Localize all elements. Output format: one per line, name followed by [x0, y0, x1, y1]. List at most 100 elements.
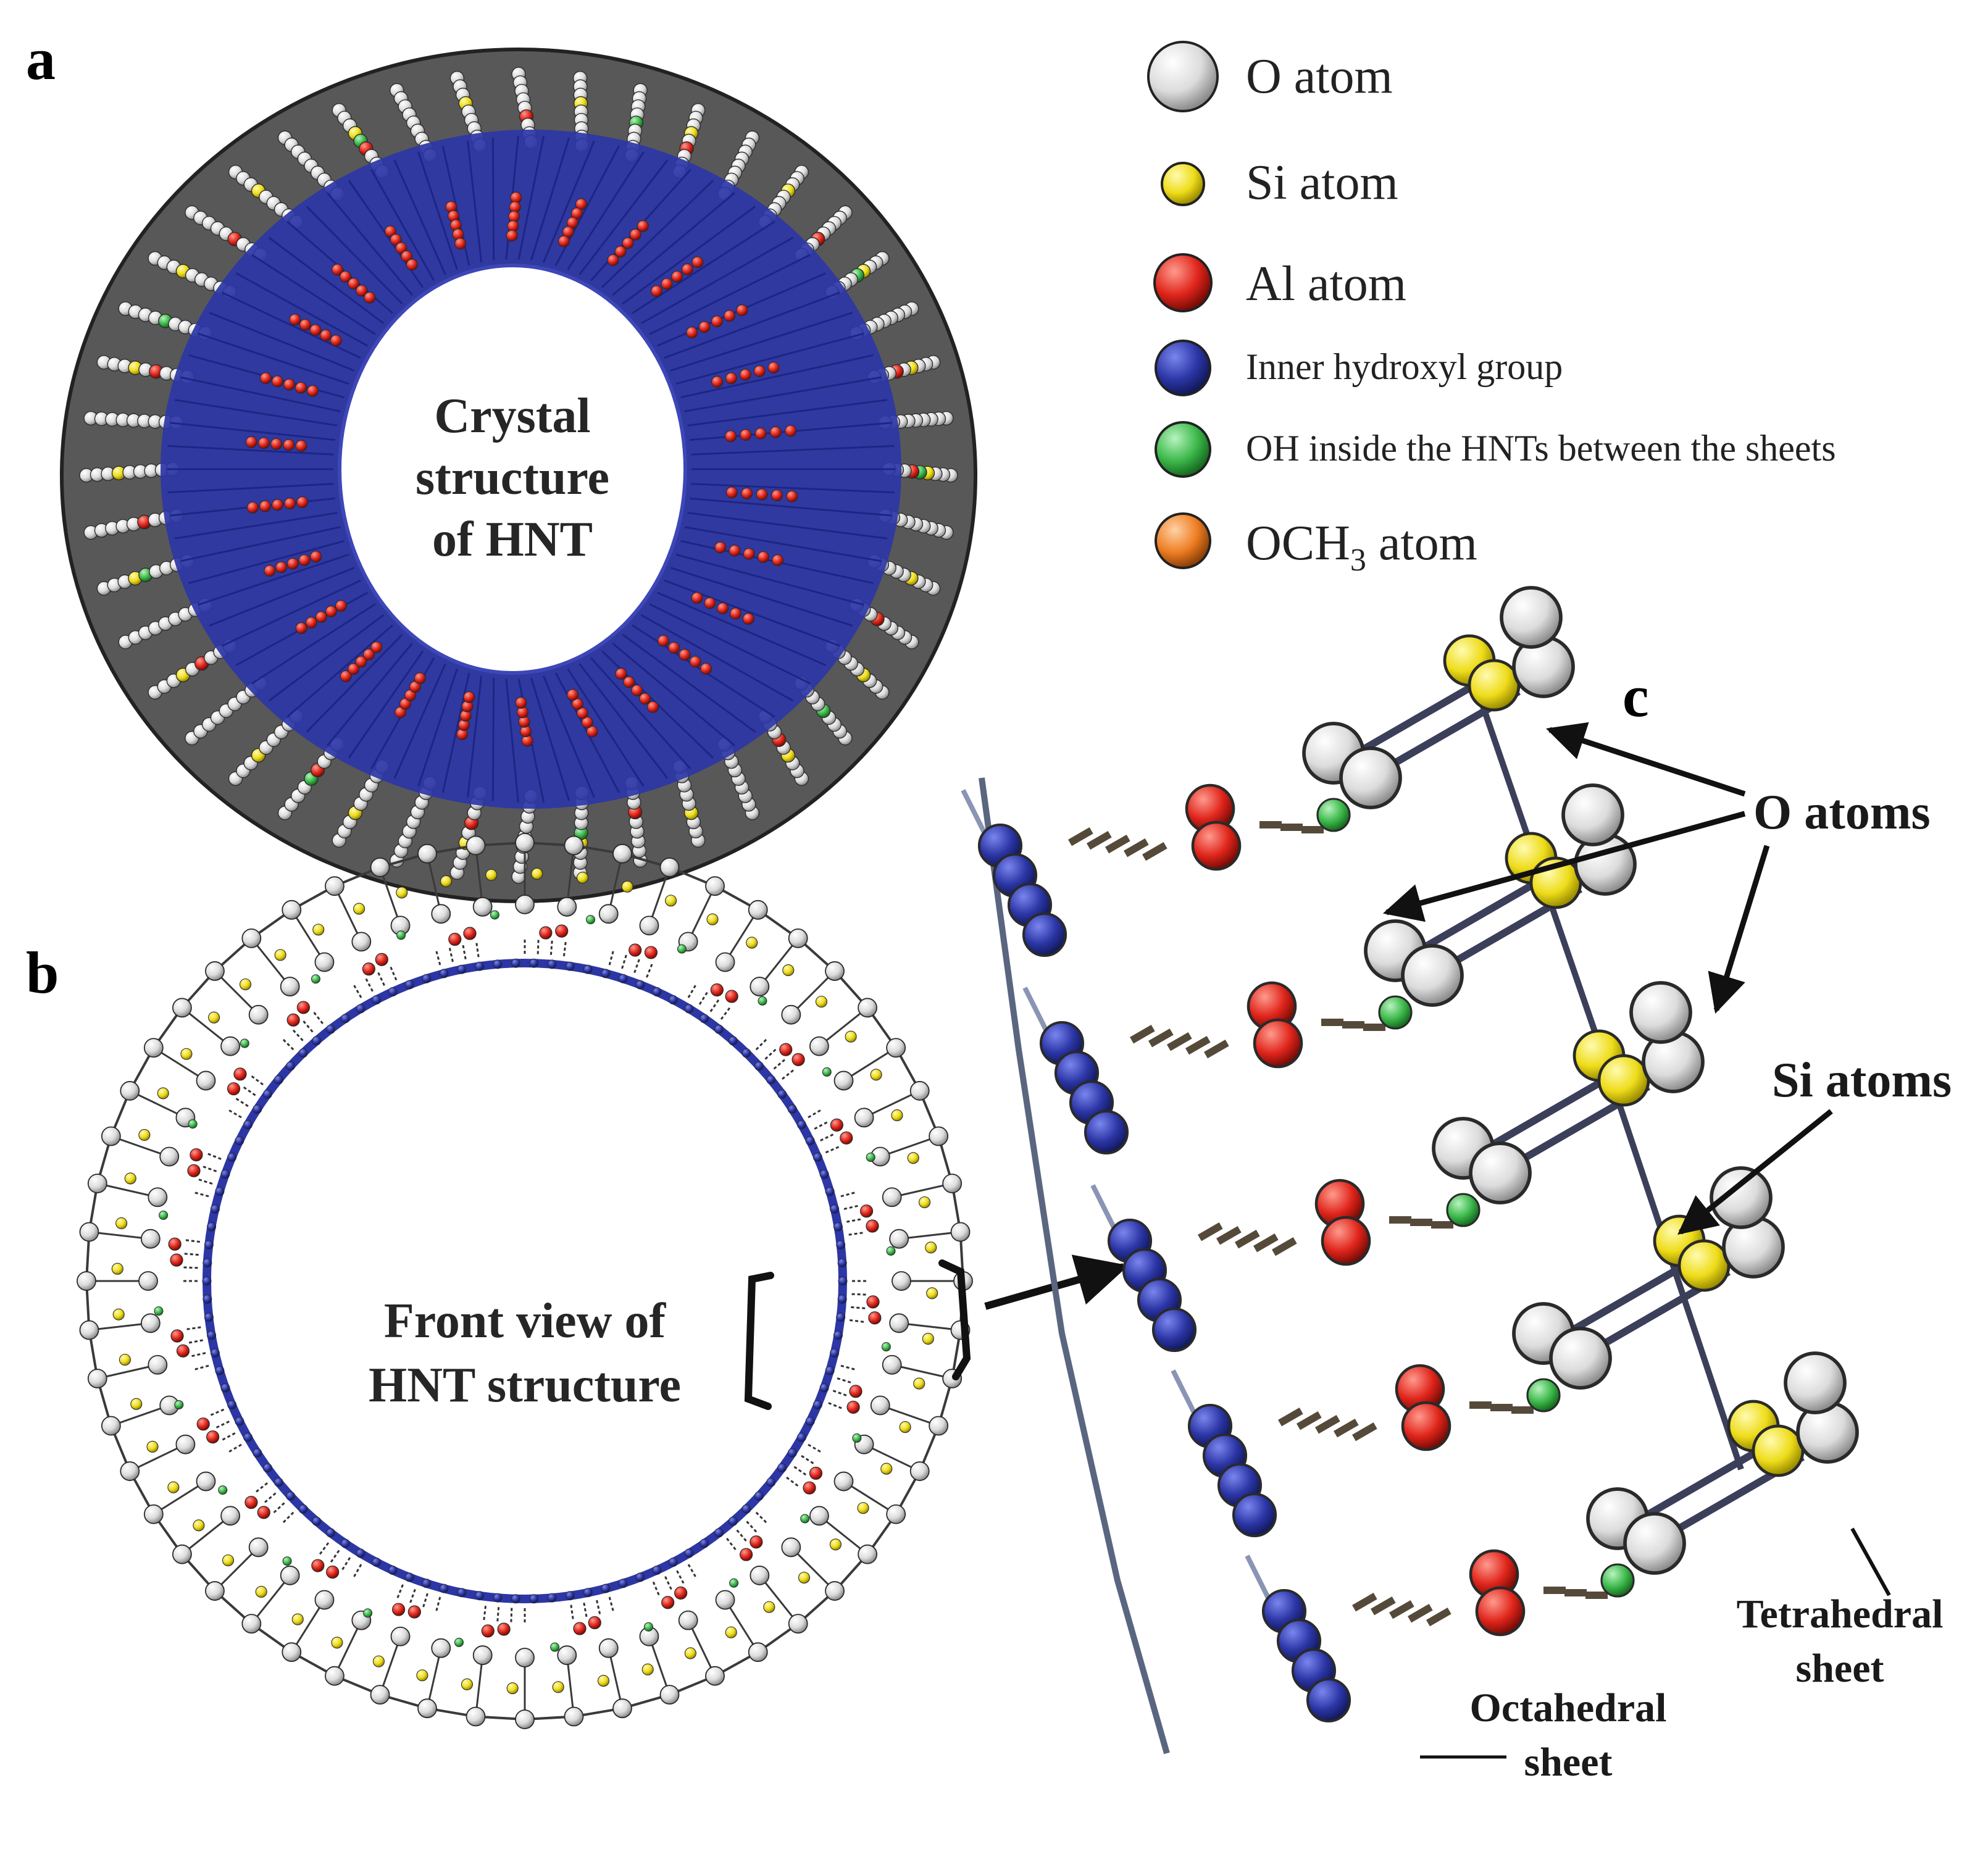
- tetrahedral-o-atom: [1549, 1327, 1612, 1390]
- ring-inner-hydroxyl-atom: [700, 1014, 709, 1024]
- ring-inner-hydroxyl-atom: [547, 959, 557, 969]
- tube-inner-row: [167, 444, 334, 456]
- ring-si-atom: [857, 1502, 869, 1514]
- tube-al-atom: [631, 684, 643, 696]
- ring-al-atom: [859, 1204, 874, 1218]
- ring-outer-o-atom: [143, 1038, 164, 1058]
- ring-mid-o-atom: [882, 1354, 902, 1375]
- ring-hbond: [235, 1097, 249, 1108]
- ring-inner-hydroxyl-atom: [777, 1089, 787, 1099]
- ring-inner-hydroxyl-atom: [529, 958, 539, 968]
- ring-radial-bond: [214, 1546, 259, 1592]
- ring-si-atom: [130, 1398, 143, 1410]
- ring-si-atom: [665, 895, 677, 907]
- ring-hbond: [302, 1019, 314, 1033]
- ring-inner-hydroxyl-atom: [340, 1538, 350, 1548]
- tube-al-atom: [772, 554, 784, 566]
- ring-si-atom: [119, 1353, 131, 1366]
- ring-oh-atom: [677, 944, 687, 954]
- ring-mid-o-atom: [598, 904, 619, 924]
- ring-inner-hydroxyl-atom: [207, 1330, 217, 1340]
- tube-al-atom: [364, 291, 376, 304]
- tetrahedral-si-atom: [1752, 1424, 1805, 1477]
- ring-hbond: [687, 983, 697, 998]
- ring-inner-hydroxyl-atom: [203, 1294, 212, 1304]
- ring-inner-hydroxyl-atom: [493, 1593, 503, 1603]
- ring-si-atom: [926, 1287, 938, 1300]
- ring-al-atom: [391, 1603, 406, 1616]
- ring-outer-o-atom: [325, 1666, 345, 1686]
- ring-inner-hydroxyl-atom: [529, 1594, 539, 1604]
- ring-outer-o-atom: [705, 876, 725, 896]
- ring-si-atom: [746, 937, 758, 949]
- tube-inner-row: [348, 650, 424, 759]
- tube-al-atom: [753, 365, 766, 377]
- ring-outer-o-atom: [909, 1461, 930, 1481]
- ring-al-atom: [497, 1622, 511, 1636]
- ring-inner-hydroxyl-atom: [714, 1024, 724, 1034]
- ring-oh-atom: [758, 996, 767, 1006]
- ring-hbond: [227, 1443, 242, 1453]
- ring-outer-o-atom: [282, 899, 302, 920]
- tube-al-atom: [566, 688, 579, 701]
- ring-oh-atom: [643, 1622, 653, 1632]
- ring-outer-o-atom: [417, 1698, 437, 1719]
- tube-al-atom: [736, 304, 748, 317]
- ring-hbond: [652, 1581, 661, 1596]
- ring-al-atom: [739, 1548, 753, 1561]
- tube-al-atom: [691, 256, 704, 269]
- ring-radial-bond: [290, 1599, 325, 1653]
- ring-si-atom: [416, 1669, 428, 1682]
- tube-al-atom: [657, 635, 669, 647]
- ring-hbond: [291, 1029, 304, 1041]
- ring-mid-o-atom: [557, 1645, 577, 1666]
- ring-mid-o-atom: [248, 1004, 269, 1025]
- ring-inner-hydroxyl-atom: [766, 1075, 776, 1085]
- ring-inner-hydroxyl-atom: [253, 1104, 262, 1114]
- ring-radial-bond: [251, 937, 291, 988]
- octahedral-al-atom: [1253, 1018, 1303, 1069]
- tube-al-atom: [615, 667, 627, 680]
- hbond-dash: [1564, 1589, 1587, 1596]
- tube-al-atom: [320, 329, 332, 341]
- tube-inner-row: [180, 526, 341, 562]
- ring-hbond: [786, 1476, 800, 1488]
- tube-inner-row: [180, 376, 341, 412]
- ring-radial-bond: [790, 1546, 836, 1592]
- ring-outer-o-atom: [858, 1544, 878, 1564]
- ring-inner-hydroxyl-atom: [227, 1153, 237, 1162]
- ring-hbond: [720, 1006, 732, 1020]
- tube-al-atom: [725, 486, 738, 499]
- ring-radial-bond: [181, 1515, 232, 1555]
- ring-hbond: [755, 1511, 768, 1524]
- tube-al-atom: [785, 425, 797, 437]
- tube-al-atom: [298, 554, 311, 566]
- tube-al-atom: [463, 691, 475, 703]
- ring-al-atom: [661, 1596, 675, 1609]
- hbond-dash: [1148, 1029, 1174, 1048]
- ring-outer-o-atom: [612, 843, 632, 864]
- ring-inner-hydroxyl-atom: [210, 1204, 220, 1214]
- ring-outer-o-atom: [564, 835, 584, 856]
- ring-inner-hydroxyl-atom: [404, 980, 414, 990]
- ring-radial-bond: [863, 1443, 921, 1472]
- tube-al-atom: [639, 693, 651, 705]
- hbond-dash: [1363, 1024, 1385, 1031]
- tube-al-atom: [310, 550, 322, 563]
- ring-si-atom: [782, 964, 795, 977]
- ring-inner-hydroxyl-atom: [796, 1432, 806, 1442]
- ring-mid-o-atom: [248, 1537, 269, 1558]
- ring-oh-atom: [154, 1306, 164, 1316]
- tube-al-atom: [348, 277, 360, 290]
- ring-outer-o-atom: [370, 857, 390, 877]
- ring-radial-bond: [111, 1135, 170, 1158]
- ring-radial-bond: [379, 1636, 401, 1695]
- tube-inner-row: [675, 332, 864, 385]
- ring-si-atom: [845, 1030, 857, 1043]
- ring-mid-o-atom: [854, 1108, 874, 1128]
- ring-inner-hydroxyl-atom: [618, 974, 628, 983]
- ring-inner-hydroxyl-atom: [836, 1240, 846, 1250]
- ring-al-atom: [375, 953, 388, 966]
- ring-inner-hydroxyl-atom: [235, 1416, 244, 1426]
- tube-inner-row: [542, 140, 595, 263]
